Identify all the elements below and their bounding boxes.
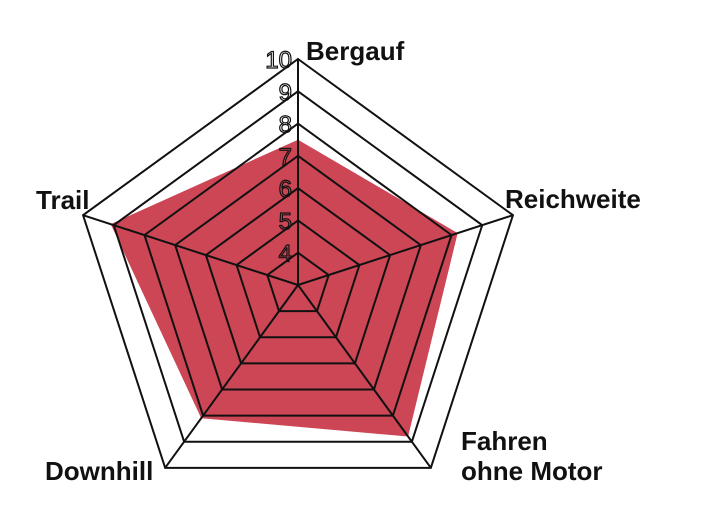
axis-label-line: Trail <box>36 185 89 215</box>
grid-ring-8 <box>143 122 453 417</box>
axis-label-bergauf: Bergauf <box>306 36 405 66</box>
tick-labels: 4 5 6 7 8 9 10 <box>265 46 293 268</box>
grid-ring-6 <box>204 186 392 365</box>
axis-label-line: Fahren <box>461 426 548 456</box>
tick-label-9: 9 <box>279 79 292 106</box>
axis-label-downhill: Downhill <box>45 456 153 486</box>
grid-ring-9 <box>112 90 484 443</box>
tick-label-4: 4 <box>279 241 292 268</box>
grid-ring-5 <box>235 219 361 339</box>
axis-label-line: Downhill <box>45 456 153 486</box>
tick-label-10: 10 <box>265 47 292 74</box>
grid-ring-10 <box>81 57 515 469</box>
tick-label-8: 8 <box>279 112 292 139</box>
grid-layer <box>81 57 515 469</box>
axis-label-line: Bergauf <box>306 36 405 66</box>
axis-label-line: Reichweite <box>505 184 641 214</box>
axis-spoke-4 <box>82 214 299 286</box>
tick-label-7: 7 <box>279 144 292 171</box>
tick-label-6: 6 <box>279 176 292 203</box>
axis-label-reichweite: Reichweite <box>505 184 641 214</box>
axis-label-trail: Trail <box>36 185 89 215</box>
grid-ring-4 <box>266 251 330 313</box>
axis-spoke-1 <box>297 214 514 286</box>
axis-label-line: ohne Motor <box>461 456 603 486</box>
axis-spoke-3 <box>164 284 299 469</box>
axis-spoke-2 <box>297 284 432 469</box>
grid-ring-7 <box>174 154 422 391</box>
series-area-0 <box>110 139 458 437</box>
tick-label-5: 5 <box>279 208 292 235</box>
